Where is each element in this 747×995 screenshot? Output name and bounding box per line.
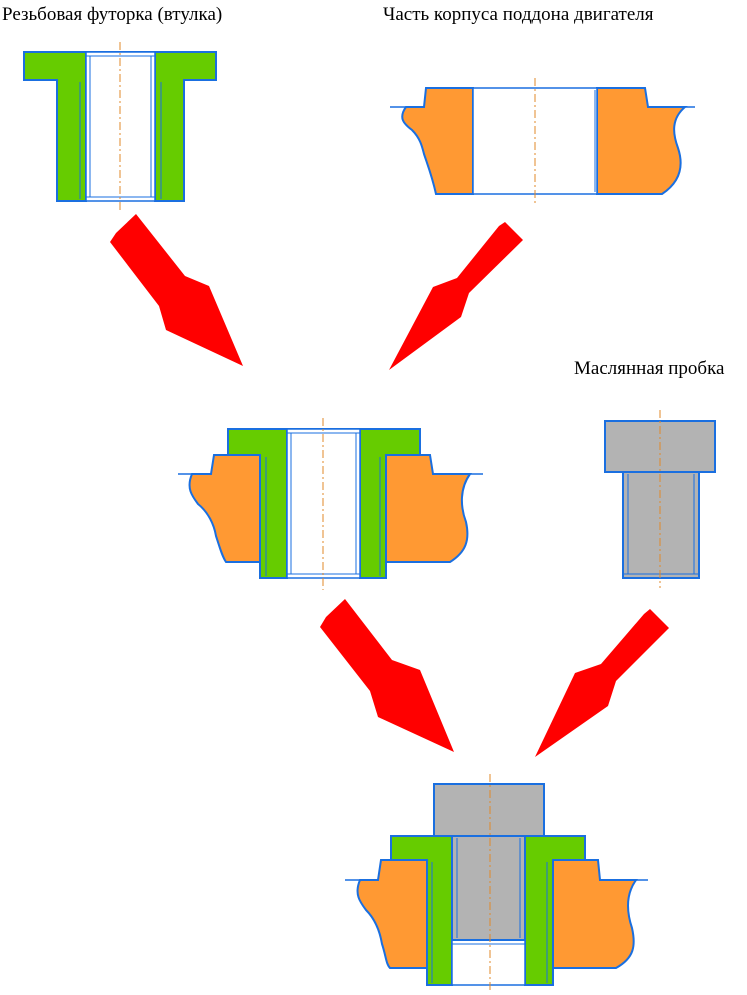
pan-right-section — [552, 859, 638, 969]
plug-shank — [451, 835, 526, 941]
bushing-bore-bottom — [451, 939, 526, 986]
pan-left-section — [188, 454, 261, 563]
oil-plug-label: Маслянная пробка — [574, 358, 725, 379]
oil-plug-drawing — [604, 410, 716, 588]
pan-left-section — [401, 87, 474, 195]
arrow-icon — [110, 214, 243, 366]
pan-part-drawing — [390, 78, 695, 205]
arrow-icon — [389, 222, 523, 370]
bushing-in-pan-drawing — [178, 418, 483, 590]
arrow-icon — [320, 599, 454, 752]
pan-part-label: Часть корпуса поддона двигателя — [383, 4, 654, 25]
plug-head — [433, 783, 545, 837]
pan-right-section — [596, 87, 688, 195]
final-assembly-drawing — [345, 774, 648, 993]
arrow-icon — [535, 609, 669, 757]
pan-left-section — [356, 859, 428, 969]
pan-right-section — [385, 454, 472, 563]
plug-shank — [622, 471, 700, 579]
bushing-label: Резьбовая футорка (втулка) — [2, 4, 223, 25]
bushing-drawing — [23, 42, 217, 210]
